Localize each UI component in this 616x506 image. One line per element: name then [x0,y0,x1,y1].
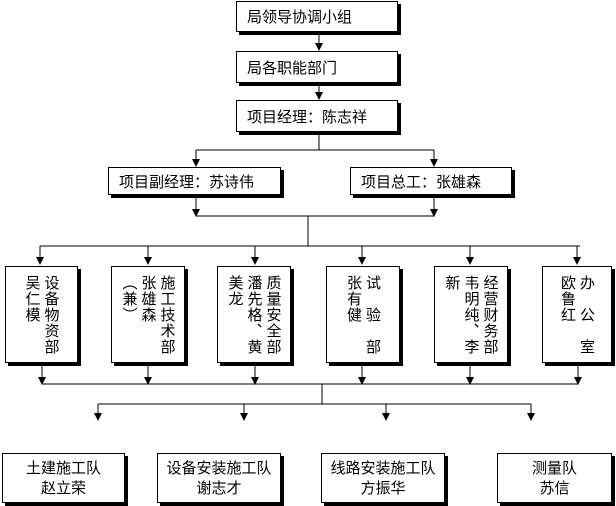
department-quality-safety: 质量安全部潘先格、黄美龙 [217,266,291,363]
bureau-departments-label: 局各职能部门 [247,58,338,77]
department-staff: 韦明纯、李新 [443,275,481,355]
team-name: 设备安装施工队 [166,459,272,477]
project-manager-box: 项目经理：陈志祥 [236,100,398,132]
team-civil-construction: 土建施工队 赵立荣 [2,453,125,503]
team-survey: 测量队 苏信 [497,453,612,503]
chief-engineer-label: 项目总工：张雄森 [361,172,482,191]
team-name: 测量队 [531,459,577,477]
deputy-manager-label: 项目副经理：苏诗伟 [119,172,255,191]
department-name: 设备物资部 [42,275,61,355]
department-office: 办 公 室欧鲁红 [542,266,612,363]
team-leader: 谢志才 [196,479,242,497]
department-name: 质量安全部 [264,275,283,355]
bureau-leaders-label: 局领导协调小组 [247,8,353,26]
department-name: 经营财务部 [481,275,500,355]
project-manager-label: 项目经理：陈志祥 [247,107,368,126]
department-staff: 张雄森（兼） [120,275,158,323]
department-staff: 张有健 [345,275,363,323]
department-testing: 试 验 部张有健 [326,266,400,363]
department-staff: 欧鲁红 [559,275,577,323]
chief-engineer-box: 项目总工：张雄森 [350,167,512,195]
deputy-manager-box: 项目副经理：苏诗伟 [108,167,281,195]
department-staff: 吴仁模 [23,275,42,323]
team-name: 线路安装施工队 [330,459,436,477]
team-line-installation: 线路安装施工队 方振华 [321,453,445,503]
team-leader: 赵立荣 [40,479,86,497]
team-name: 土建施工队 [25,459,101,477]
team-leader: 方振华 [360,479,406,497]
department-technical: 施工技术部张雄森（兼） [111,266,185,363]
bureau-leaders-box: 局领导协调小组 [236,1,398,32]
department-name: 施工技术部 [158,275,177,355]
team-leader: 苏信 [539,479,570,497]
department-equipment: 设备物资部吴仁模 [5,266,78,363]
bureau-departments-box: 局各职能部门 [236,51,398,83]
team-equipment-installation: 设备安装施工队 谢志才 [157,453,281,503]
department-finance: 经营财务部韦明纯、李新 [434,266,508,363]
department-staff: 潘先格、黄美龙 [226,275,264,355]
department-name: 办 公 室 [578,275,596,355]
department-name: 试 验 部 [364,275,382,355]
